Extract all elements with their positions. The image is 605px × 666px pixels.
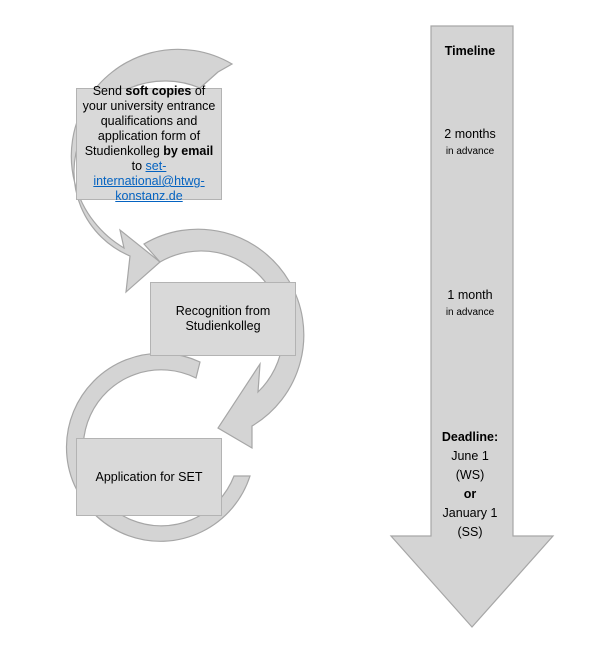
timeline-1-month-label: 1 month <box>447 288 493 302</box>
circular-arrow-2 <box>143 228 305 450</box>
step-2-box: Recognition from Studienkolleg <box>150 282 296 356</box>
timeline-2-months-label: 2 months <box>444 127 496 141</box>
step-3-label: Application for SET <box>95 469 203 484</box>
deadline-semester-1: (WS) <box>455 468 485 482</box>
deadline-semester-2: (SS) <box>457 525 483 539</box>
step-1-text-post: to <box>131 159 146 173</box>
step-2-label: Recognition from Studienkolleg <box>175 304 271 333</box>
step-1-bold-by-email: by email <box>163 144 214 158</box>
deadline-date-1: June 1 <box>451 449 489 463</box>
circular-arrow-3 <box>65 352 251 542</box>
timeline-deadline: Deadline: June 1 (WS) or January 1 (SS) <box>430 428 510 542</box>
timeline-title: Timeline <box>444 44 496 58</box>
deadline-label: Deadline: <box>441 430 499 444</box>
deadline-date-2: January 1 <box>442 506 498 520</box>
timeline-1-month-sub: in advance <box>445 307 495 318</box>
timeline-2-months: 2 months in advance <box>430 125 510 160</box>
step-1-bold-soft-copies: soft copies <box>125 84 192 98</box>
step-1-text: Send soft copies of your university entr… <box>77 84 221 204</box>
timeline-2-months-sub: in advance <box>445 146 495 157</box>
step-1-box: Send soft copies of your university entr… <box>76 84 222 203</box>
timeline-arrow <box>389 25 555 628</box>
timeline-1-month: 1 month in advance <box>430 286 510 321</box>
step-1-text-mid: of your university entrance qualificatio… <box>82 84 216 158</box>
step-1-text-pre: Send <box>92 84 126 98</box>
email-link[interactable]: set-international@htwg-konstanz.de <box>93 159 205 203</box>
step-3-box: Application for SET <box>76 438 222 516</box>
deadline-or: or <box>463 487 477 501</box>
